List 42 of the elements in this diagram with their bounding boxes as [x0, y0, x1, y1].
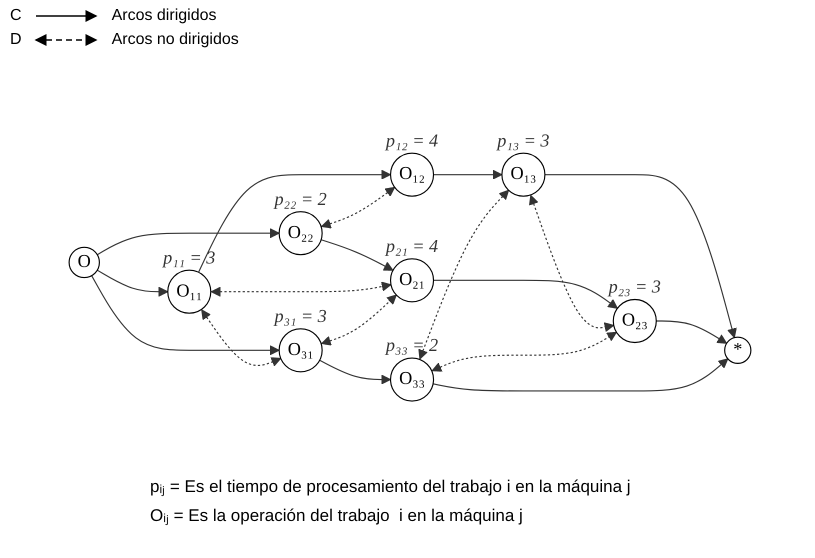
arrow — [432, 358, 728, 392]
node-circle: O₁₁ — [167, 270, 212, 314]
node-circle: O₂₂ — [278, 211, 323, 256]
node-circle: O₁₃ — [501, 152, 546, 197]
node-circle: O₁₂ — [390, 152, 434, 197]
arrow — [319, 360, 391, 385]
arrow — [91, 275, 280, 356]
processing-time-label: p₁₁ = 3 — [163, 247, 216, 268]
arrow — [529, 194, 614, 332]
node-circle: O — [68, 246, 100, 278]
arrow — [544, 174, 737, 338]
arrow — [434, 280, 618, 309]
legend-key: D — [10, 31, 22, 49]
node-circle: O₂₃ — [612, 298, 657, 344]
node-circle: O₂₁ — [390, 258, 434, 302]
processing-time-label: p₃₁ = 3 — [274, 306, 327, 326]
definition-note: pᵢⱼ = Es el tiempo de procesamiento del trabajo i en la máquina j — [150, 476, 631, 497]
processing-time-label: p₁₃ = 3 — [497, 130, 550, 150]
node-circle: O₃₁ — [278, 328, 323, 372]
arrow — [321, 186, 396, 228]
legend-text: Arcos no dirigidos — [112, 31, 239, 49]
node-circle: O₃₃ — [390, 357, 434, 402]
processing-time-label: p₂₁ = 4 — [386, 236, 438, 256]
arrow — [434, 170, 502, 180]
arrow — [432, 332, 617, 372]
node-circle: * — [724, 336, 752, 364]
arrow — [201, 309, 282, 367]
legend-text: Arcos dirigidos — [112, 7, 216, 25]
arrow — [656, 320, 728, 344]
processing-time-label: p₃₃ = 2 — [386, 335, 438, 356]
arrow — [96, 228, 280, 256]
definition-note: Oᵢⱼ = Es la operación del trabajo i en la máquina j — [150, 505, 524, 526]
arrow — [321, 294, 397, 346]
legend-key: C — [10, 7, 22, 25]
arrow — [418, 190, 510, 360]
arrow — [198, 170, 391, 273]
arrow — [210, 282, 392, 297]
processing-time-label: p₂₃ = 3 — [608, 276, 661, 297]
processing-time-label: p₂₂ = 2 — [274, 188, 327, 209]
arrow — [96, 270, 168, 297]
processing-time-label: p₁₂ = 4 — [386, 130, 438, 150]
arrow — [320, 239, 394, 271]
